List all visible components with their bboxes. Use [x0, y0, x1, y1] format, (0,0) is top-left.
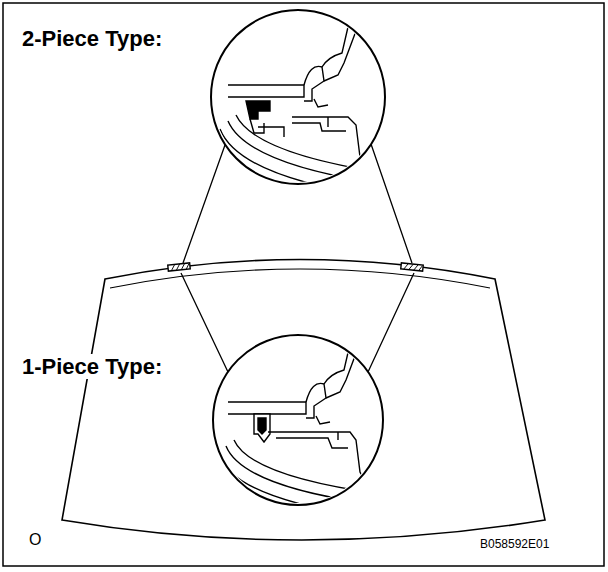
type-heading: 2-Piece Type: [20, 26, 164, 51]
view-mark: O [27, 531, 43, 549]
figure-code: B058592E01 [478, 538, 551, 552]
type-heading: 1-Piece Type: [20, 354, 164, 379]
